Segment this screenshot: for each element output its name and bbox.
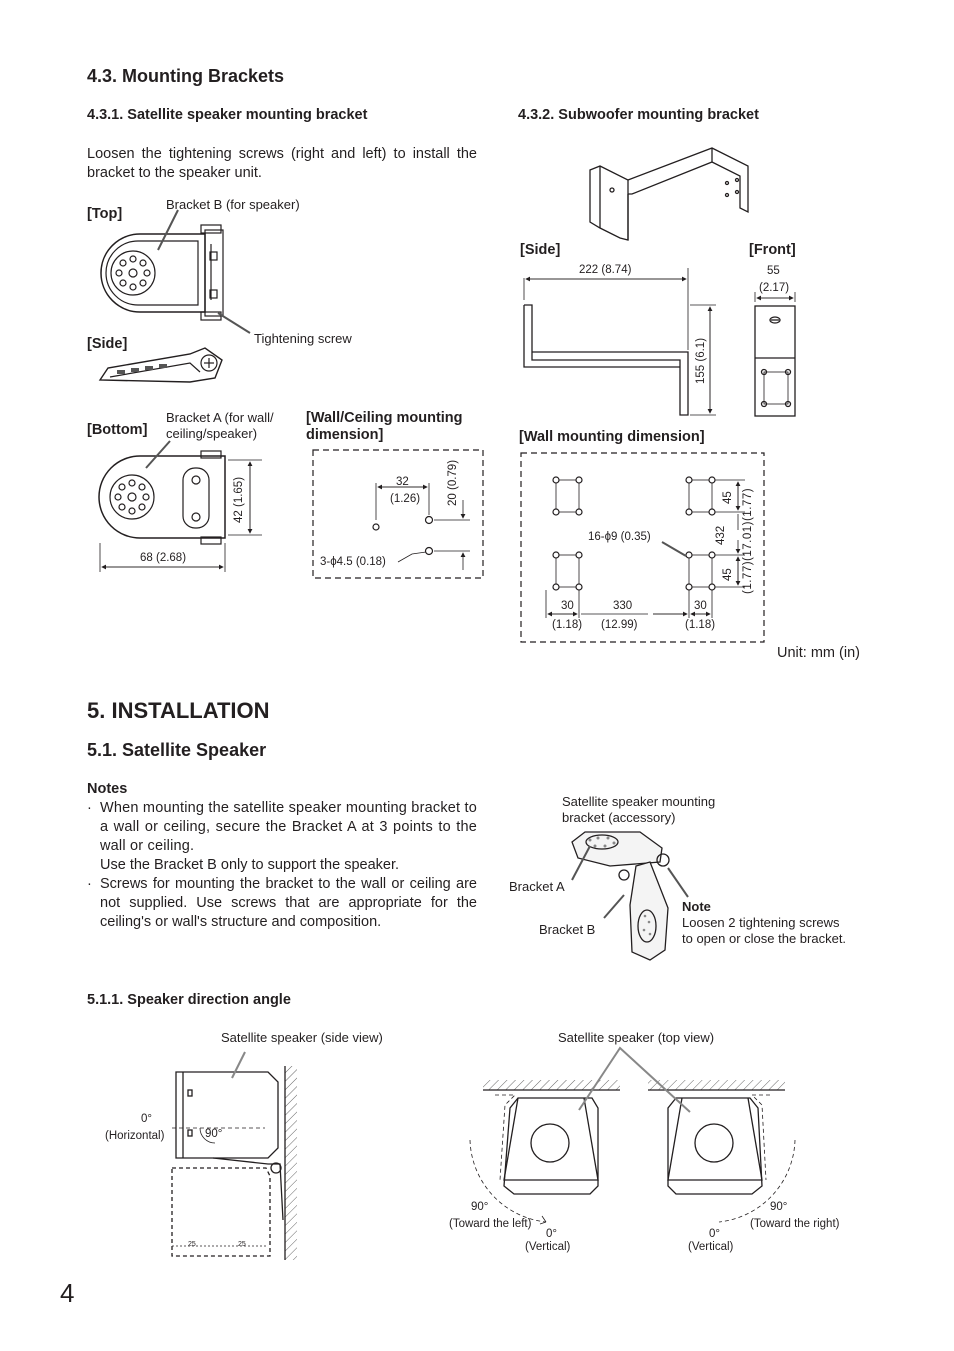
note-1-sub-text: Use the Bracket B only to support the sp… — [100, 857, 400, 873]
satellite-bracket-bottom-view — [98, 440, 262, 572]
satellite-bracket-intro: Loosen the tightening screws (right and … — [87, 146, 477, 181]
ruler-mark-a: 25 — [188, 1241, 196, 1248]
speaker-side-view-angle — [171, 1051, 297, 1260]
sub-front-label: [Front] — [749, 242, 796, 258]
page-number: 4 — [60, 1278, 75, 1308]
dim-30-right: 30 — [694, 600, 707, 612]
accessory-callout-line2: bracket (accessory) — [562, 810, 676, 825]
dim-30-left: 30 — [561, 600, 574, 612]
side-view-callout: Satellite speaker (side view) — [221, 1030, 383, 1045]
note-item-1: When mounting the satellite speaker moun… — [87, 799, 477, 875]
section-title-mounting-brackets: 4.3. Mounting Brackets — [87, 66, 285, 86]
satellite-speaker-title: 5.1. Satellite Speaker — [87, 740, 267, 760]
bracket-a-label: Bracket A — [509, 879, 565, 894]
subwoofer-side-view — [523, 268, 716, 416]
vertical-label-2: (Vertical) — [688, 1241, 734, 1253]
notes-list: When mounting the satellite speaker moun… — [87, 799, 477, 932]
horizontal-label: (Horizontal) — [105, 1130, 165, 1142]
dim-32: 32 — [396, 476, 409, 488]
satellite-bracket-top-view — [100, 209, 251, 334]
dim-118-left: (1.18) — [552, 619, 583, 631]
dim-1299: (12.99) — [601, 619, 638, 631]
side-view-label: [Side] — [87, 336, 128, 352]
dim-118-right: (1.18) — [685, 619, 716, 631]
wall-ceiling-hole-diagram — [312, 449, 484, 579]
note-1-text: When mounting the satellite speaker moun… — [100, 800, 477, 854]
tightening-screw-callout: Tightening screw — [254, 331, 352, 346]
dim-68: 68 (2.68) — [140, 552, 187, 564]
install-note-title: Note — [682, 899, 711, 914]
zero-degree-horizontal: 0° — [141, 1113, 152, 1125]
dim-55-inch: (2.17) — [759, 282, 790, 294]
bottom-view-label: [Bottom] — [87, 422, 148, 438]
accessory-callout-line1: Satellite speaker mounting — [562, 794, 716, 809]
wall-mounting-dimension-label: [Wall mounting dimension] — [519, 429, 705, 445]
vertical-label-1: (Vertical) — [525, 1241, 571, 1253]
holes-3-label: 3-ϕ4.5 (0.18) — [320, 556, 386, 568]
bracket-a-callout-line2: ceiling/speaker) — [166, 426, 258, 441]
subwoofer-front-view — [754, 292, 796, 417]
top-view-label: [Top] — [87, 206, 123, 222]
wall-mounting-hole-diagram — [520, 452, 765, 643]
holes-16-label: 16-ϕ9 (0.35) — [588, 531, 651, 543]
dim-55: 55 — [767, 265, 780, 277]
toward-right: (Toward the right) — [750, 1218, 840, 1230]
toward-left: (Toward the left) — [449, 1218, 532, 1230]
ninety-left: 90° — [471, 1201, 489, 1213]
note-item-2: Screws for mounting the bracket to the w… — [87, 875, 477, 932]
dim-330: 330 — [613, 600, 633, 612]
ruler-mark-b: 25 — [238, 1241, 246, 1248]
dim-32-inch: (1.26) — [390, 493, 421, 505]
speaker-top-view-angle — [469, 1046, 796, 1225]
top-view-callout: Satellite speaker (top view) — [558, 1030, 715, 1045]
notes-title: Notes — [87, 781, 128, 797]
bracket-b-label: Bracket B — [539, 922, 596, 937]
ninety-right: 90° — [770, 1201, 788, 1213]
unit-label: Unit: mm (in) — [777, 645, 860, 661]
bracket-b-callout: Bracket B (for speaker) — [166, 197, 300, 212]
dim-222: 222 (8.74) — [579, 264, 632, 276]
installation-title: 5. INSTALLATION — [87, 698, 270, 723]
subsection-title-subwoofer-bracket: 4.3.2. Subwoofer mounting bracket — [518, 107, 759, 123]
satellite-bracket-side-view — [98, 347, 223, 383]
direction-angle-title: 5.1.1. Speaker direction angle — [87, 992, 291, 1008]
wall-ceiling-dimension-label-line2: dimension] — [306, 427, 384, 443]
sub-side-label: [Side] — [520, 242, 561, 258]
install-note-line1: Loosen 2 tightening screws — [682, 915, 840, 930]
zero-vertical-2: 0° — [709, 1228, 720, 1240]
installation-bracket-illustration — [571, 831, 689, 961]
zero-vertical-1: 0° — [546, 1228, 557, 1240]
ninety-degree-side: 90° — [205, 1128, 223, 1140]
wall-ceiling-dimension-label-line1: [Wall/Ceiling mounting — [306, 410, 463, 426]
bracket-a-callout-line1: Bracket A (for wall/ — [166, 410, 274, 425]
subwoofer-bracket-3d — [589, 147, 749, 241]
subsection-title-satellite-bracket: 4.3.1. Satellite speaker mounting bracke… — [87, 107, 368, 123]
install-note-line2: to open or close the bracket. — [682, 931, 847, 946]
